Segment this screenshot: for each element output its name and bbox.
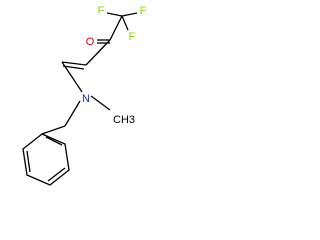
fluorine-label-2: F <box>140 5 147 17</box>
fluorine-label-1: F <box>98 5 105 17</box>
fluorine-label-3: F <box>129 31 136 43</box>
benzene-ring <box>22 125 70 186</box>
molecule-structure: F F F O N CH3 <box>22 5 147 186</box>
enone-chain <box>61 39 111 93</box>
methyl-label: CH3 <box>113 114 135 126</box>
oxygen-label: O <box>86 36 95 48</box>
nitrogen-label: N <box>82 93 90 105</box>
amine-bonds <box>64 95 111 127</box>
trifluoromethyl-bonds <box>106 12 138 41</box>
